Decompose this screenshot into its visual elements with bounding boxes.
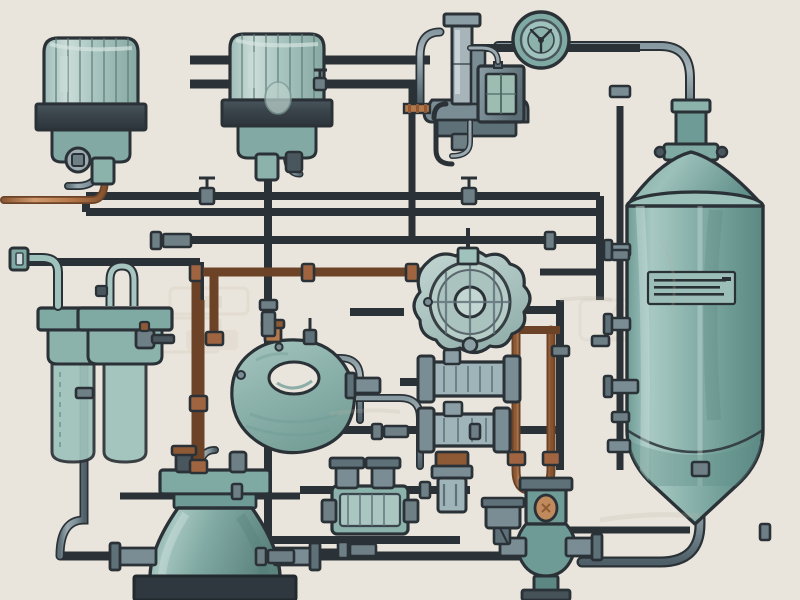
motor-left-flange <box>34 102 148 132</box>
motor-center-bleed-valve <box>312 68 328 92</box>
motor-center-conduit-box <box>284 150 304 174</box>
header-valve-b <box>460 176 478 206</box>
filter-b-side-valve <box>134 320 176 350</box>
bell-pump-flange <box>158 468 272 496</box>
control-copper-stub <box>402 102 432 115</box>
lobe-vanes <box>430 262 510 342</box>
pressure-gauge <box>511 10 571 70</box>
storage-tank <box>602 84 765 526</box>
control-box <box>476 61 526 124</box>
filter-b-riser <box>94 261 139 306</box>
motor-left-terminal-knob <box>64 146 92 174</box>
pipe-fittings <box>74 176 772 567</box>
filter-a-bowl <box>50 362 96 464</box>
motor-center-internal-rotor <box>264 81 292 115</box>
bell-pump-top-stubs <box>170 444 248 474</box>
ambient-shading <box>329 239 701 523</box>
motor-left-ribs <box>49 38 133 110</box>
bottom-instrument-block <box>480 496 526 546</box>
filter-b-flange <box>76 306 174 332</box>
bell-pump-base-plate <box>132 574 298 600</box>
lobed-housing <box>412 228 532 355</box>
inline-valve-lower <box>416 400 512 454</box>
tank-drain-union <box>690 460 711 478</box>
bell-pump-collar <box>172 492 258 510</box>
control-column-cap <box>442 12 482 28</box>
strainer-vertical <box>430 450 474 514</box>
gear-box-top-stubs <box>328 456 402 490</box>
motor-center-neck <box>254 152 280 182</box>
gear-box <box>320 456 420 536</box>
lobe-top-port <box>456 246 480 266</box>
inline-valve-upper <box>416 348 522 404</box>
torus-surface-shading <box>245 352 339 437</box>
motor-unit-center <box>220 32 334 182</box>
filter-b-bowl <box>102 362 148 464</box>
tank-side-nozzles <box>602 84 640 454</box>
motor-unit-left <box>34 36 148 186</box>
globe-valve-bonnet-flange <box>518 476 574 492</box>
lobe-bottom-drain <box>461 336 479 354</box>
gauge-hub <box>538 37 544 43</box>
control-column-sight-strip <box>455 30 460 94</box>
tank-drain-line <box>568 464 706 568</box>
torus-vessel <box>230 318 382 455</box>
header-valve-a <box>198 176 216 206</box>
motor-center-lower-body <box>236 124 318 160</box>
tank-feed-line <box>415 27 695 133</box>
globe-valve-base <box>520 588 572 600</box>
filter-a-inlet <box>8 246 63 311</box>
motor-left-neck <box>90 156 116 186</box>
filter-column-b <box>76 261 176 464</box>
torus-right-outlet <box>344 371 382 400</box>
tank-nameplate <box>646 270 737 306</box>
control-hoses <box>431 45 501 167</box>
control-unit-assembly <box>402 12 530 167</box>
